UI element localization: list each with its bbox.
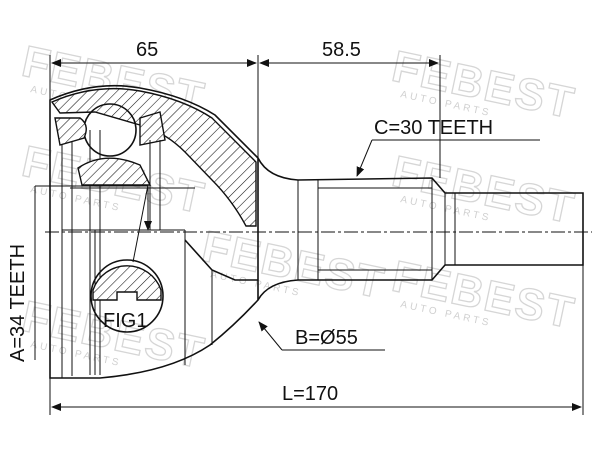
dim-total-length: L=170 <box>282 383 338 405</box>
label-spline-a: A=34 TEETH <box>7 244 29 362</box>
label-diameter-b: B=Ø55 <box>295 327 358 349</box>
callout-spline-c: C=30 TEETH <box>356 117 540 177</box>
dimension-top: 65 58.5 <box>49 39 441 178</box>
dim-outer-length: 65 <box>136 39 158 61</box>
housing-section-hatch <box>50 87 257 227</box>
ball-and-race <box>54 103 195 230</box>
label-spline-c: C=30 TEETH <box>374 117 493 139</box>
dim-shaft-length: 58.5 <box>322 39 361 61</box>
output-shaft <box>257 157 584 301</box>
fig1-detail: FIG1 <box>90 184 164 333</box>
callout-spline-a: A=34 TEETH <box>7 185 152 362</box>
inner-race-hatch <box>77 157 152 186</box>
callout-diameter-b: B=Ø55 <box>258 321 385 351</box>
fig1-label: FIG1 <box>103 310 147 332</box>
dimension-bottom: L=170 <box>49 265 584 415</box>
